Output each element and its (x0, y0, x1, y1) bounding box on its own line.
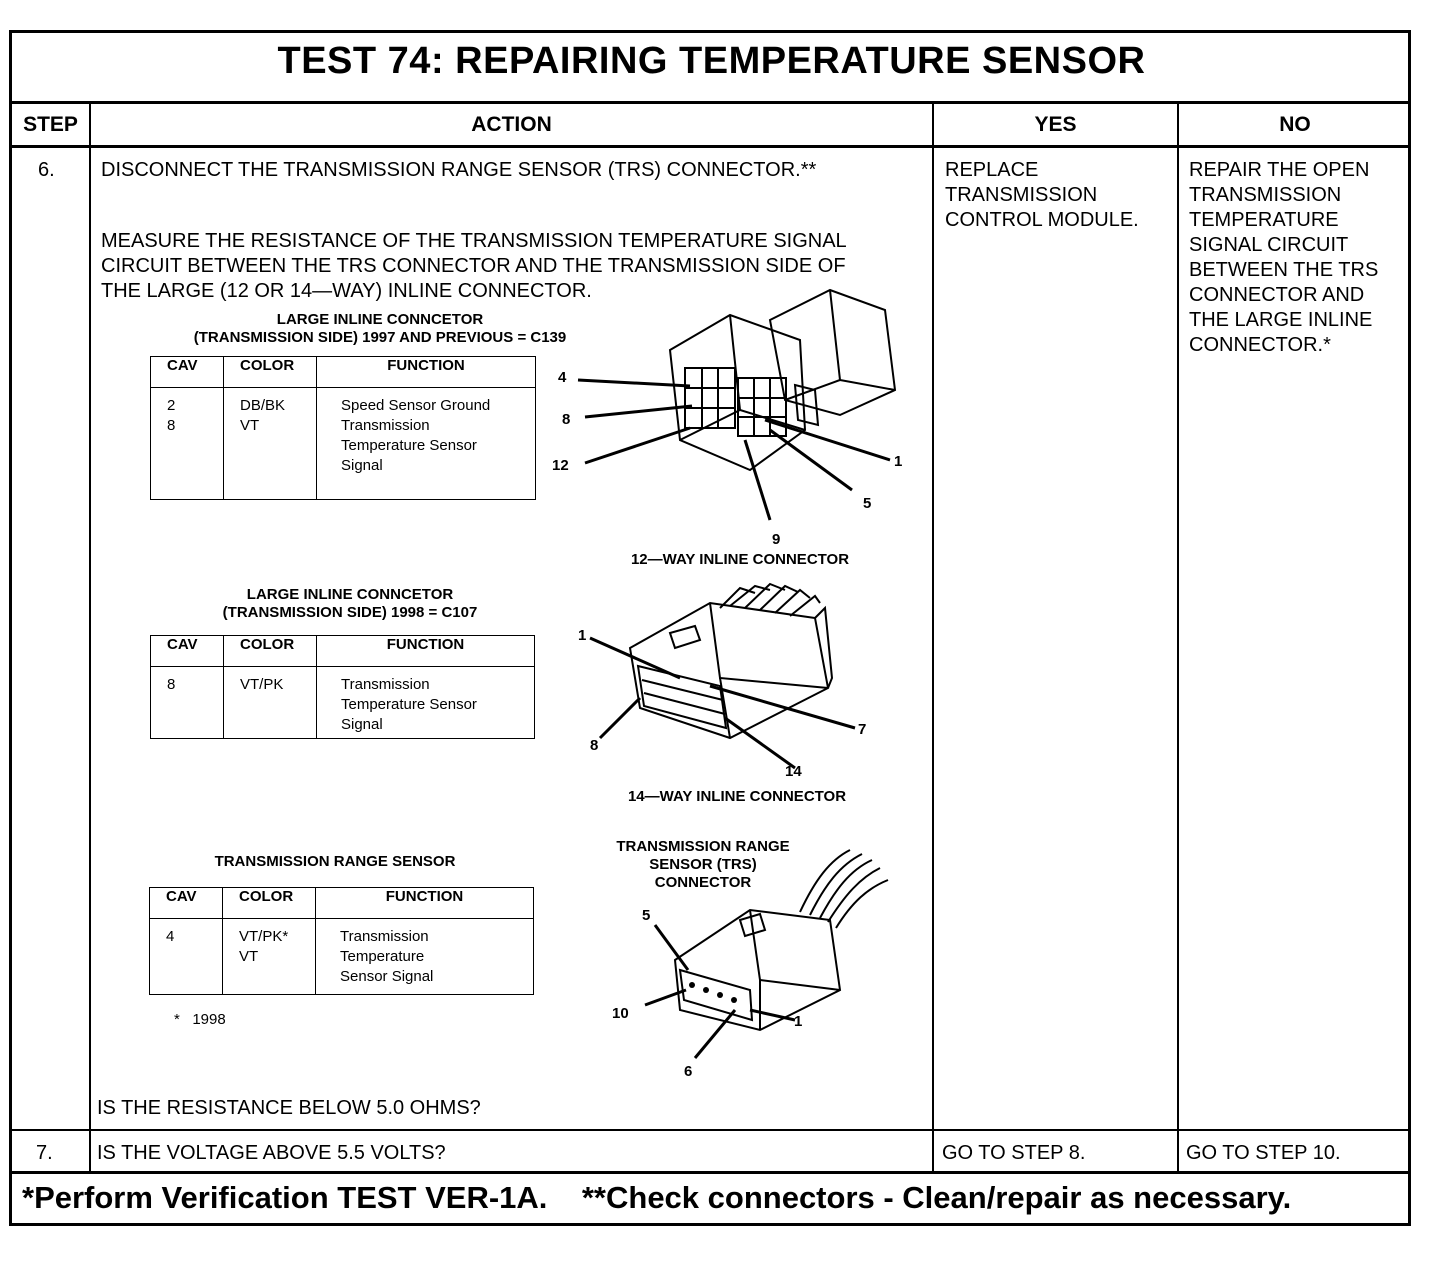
d1-pin-5: 5 (863, 495, 871, 512)
header-no: NO (1279, 113, 1311, 136)
d3-pin-1: 1 (794, 1013, 802, 1030)
header-action: ACTION (471, 113, 552, 136)
d1-pin-12: 12 (552, 457, 569, 474)
d3-pin-5: 5 (642, 907, 650, 924)
table-frame (9, 30, 1411, 1226)
d3-pin-6: 6 (684, 1063, 692, 1080)
step-6-question: IS THE RESISTANCE BELOW 5.0 OHMS? (97, 1097, 481, 1119)
trs-connector-diagram: 5 10 1 6 (612, 849, 889, 1080)
header-divider (9, 145, 1411, 148)
step-7-action: IS THE VOLTAGE ABOVE 5.5 VOLTS? (97, 1142, 446, 1164)
pin-table-2-cav-header: CAV (150, 635, 224, 667)
pin-table-3-function: Transmission Temperature Sensor Signal (315, 918, 534, 995)
pin-table-2-function-header: FUNCTION (316, 635, 535, 667)
header-step: STEP (23, 113, 78, 136)
pin-table-3-cav: 4 (149, 918, 223, 995)
pin-table-2-cav: 8 (150, 666, 224, 739)
step-divider (9, 1129, 1411, 1131)
column-rule-action (932, 101, 934, 1173)
pin-table-1-cav-header: CAV (150, 356, 224, 388)
pin-table-1-color: DB/BK VT (223, 387, 317, 500)
d1-pin-1: 1 (894, 453, 902, 470)
pin-table-2-color: VT/PK (223, 666, 317, 739)
d3-pin-10: 10 (612, 1005, 629, 1022)
d2-pin-7: 7 (858, 721, 866, 738)
pin-table-3: CAV COLOR FUNCTION 4 VT/PK* VT Transmiss… (149, 887, 534, 995)
step-6-number: 6. (38, 159, 55, 181)
pin-table-1: CAV COLOR FUNCTION 2 8 DB/BK VT Speed Se… (150, 356, 536, 500)
pin-table-3-color: VT/PK* VT (222, 918, 316, 995)
table-3-caption: TRANSMISSION RANGE SENSOR (214, 853, 456, 870)
pin-table-3-cav-header: CAV (149, 887, 223, 919)
step-6-action-disconnect: DISCONNECT THE TRANSMISSION RANGE SENSOR… (101, 159, 817, 181)
trs-connector-caption: TRANSMISSION RANGE SENSOR (TRS) CONNECTO… (616, 838, 790, 891)
step-6-yes: REPLACE TRANSMISSION CONTROL MODULE. (945, 159, 1139, 231)
pin-table-1-function-header: FUNCTION (316, 356, 536, 388)
pin-table-1-color-header: COLOR (223, 356, 317, 388)
step-6-no: REPAIR THE OPEN TRANSMISSION TEMPERATURE… (1189, 159, 1379, 356)
fourteen-way-connector-diagram: 1 8 7 14 (578, 582, 866, 778)
d2-pin-8: 8 (590, 737, 598, 754)
header-yes: YES (1034, 113, 1077, 136)
column-rule-yes (1177, 101, 1179, 1173)
pin-table-1-function: Speed Sensor Ground Transmission Tempera… (316, 387, 536, 500)
step-7-number: 7. (36, 1142, 53, 1164)
d2-pin-1: 1 (578, 627, 586, 644)
page-title: TEST 74: REPAIRING TEMPERATURE SENSOR (277, 40, 1146, 82)
table-3-note: * 1998 (174, 1011, 226, 1028)
step-6-action-measure: MEASURE THE RESISTANCE OF THE TRANSMISSI… (101, 230, 847, 302)
d1-pin-8: 8 (562, 411, 570, 428)
footer-note: *Perform Verification TEST VER-1A. **Che… (22, 1180, 1292, 1215)
pin-table-3-function-header: FUNCTION (315, 887, 534, 919)
pin-table-3-color-header: COLOR (222, 887, 316, 919)
twelve-way-connector-diagram: 4 8 12 1 5 9 (552, 288, 902, 548)
footer-divider (9, 1171, 1411, 1174)
column-rule-step (89, 101, 91, 1173)
step-7-yes: GO TO STEP 8. (942, 1142, 1086, 1164)
table-2-caption: LARGE INLINE CONNCETOR (TRANSMISSION SID… (222, 586, 478, 621)
d1-pin-4: 4 (558, 369, 567, 386)
title-divider (9, 101, 1411, 104)
pin-table-1-cav: 2 8 (150, 387, 224, 500)
fourteen-way-caption: 14—WAY INLINE CONNECTOR (627, 788, 847, 805)
step-7-no: GO TO STEP 10. (1186, 1142, 1341, 1164)
pin-table-2-color-header: COLOR (223, 635, 317, 667)
d2-pin-14: 14 (785, 763, 802, 778)
d1-pin-9: 9 (772, 531, 780, 548)
pin-table-2: CAV COLOR FUNCTION 8 VT/PK Transmission … (150, 635, 535, 739)
twelve-way-caption: 12—WAY INLINE CONNECTOR (630, 551, 850, 568)
pin-table-2-function: Transmission Temperature Sensor Signal (316, 666, 535, 739)
table-1-caption: LARGE INLINE CONNCETOR (TRANSMISSION SID… (193, 311, 567, 346)
